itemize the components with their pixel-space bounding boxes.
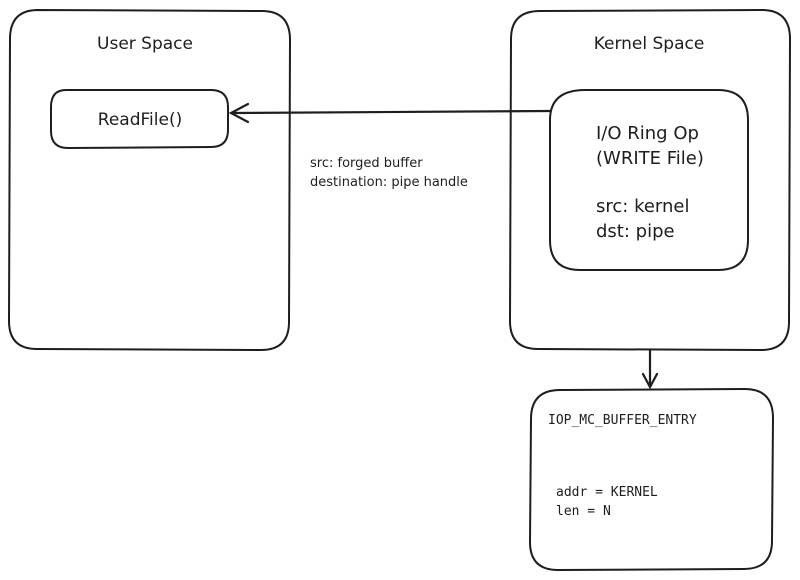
io-ring-op-box: I/O Ring Op (WRITE File) src: kernel dst… xyxy=(549,89,749,271)
write-arrow xyxy=(228,102,552,124)
arrow-annotation-destination: destination: pipe handle xyxy=(310,175,468,190)
io-ring-op-src: src: kernel xyxy=(596,196,690,217)
buffer-entry-addr: addr = KERNEL xyxy=(556,485,658,500)
user-space-title: User Space xyxy=(97,34,193,54)
write-arrow-head xyxy=(228,102,250,124)
io-ring-op-type: (WRITE File) xyxy=(596,148,704,169)
readfile-label: ReadFile() xyxy=(98,110,182,130)
buffer-entry-arrow-head xyxy=(641,372,659,390)
user-space-box: User Space xyxy=(7,8,292,352)
readfile-box: ReadFile() xyxy=(50,89,229,150)
arrow-annotation-src: src: forged buffer xyxy=(310,156,423,171)
readfile-border xyxy=(50,89,229,150)
buffer-entry-border xyxy=(528,387,775,572)
write-arrow-line xyxy=(230,109,552,115)
buffer-entry-title: IOP_MC_BUFFER_ENTRY xyxy=(548,413,697,428)
buffer-entry-arrow xyxy=(641,348,659,390)
io-ring-op-dst: dst: pipe xyxy=(596,221,675,242)
user-space-border xyxy=(7,8,292,352)
kernel-space-title: Kernel Space xyxy=(594,34,705,54)
buffer-entry-len: len = N xyxy=(556,504,611,519)
io-ring-op-border xyxy=(549,89,749,271)
buffer-entry-box: IOP_MC_BUFFER_ENTRY addr = KERNEL len = … xyxy=(528,387,775,572)
io-ring-op-title: I/O Ring Op xyxy=(596,123,699,144)
